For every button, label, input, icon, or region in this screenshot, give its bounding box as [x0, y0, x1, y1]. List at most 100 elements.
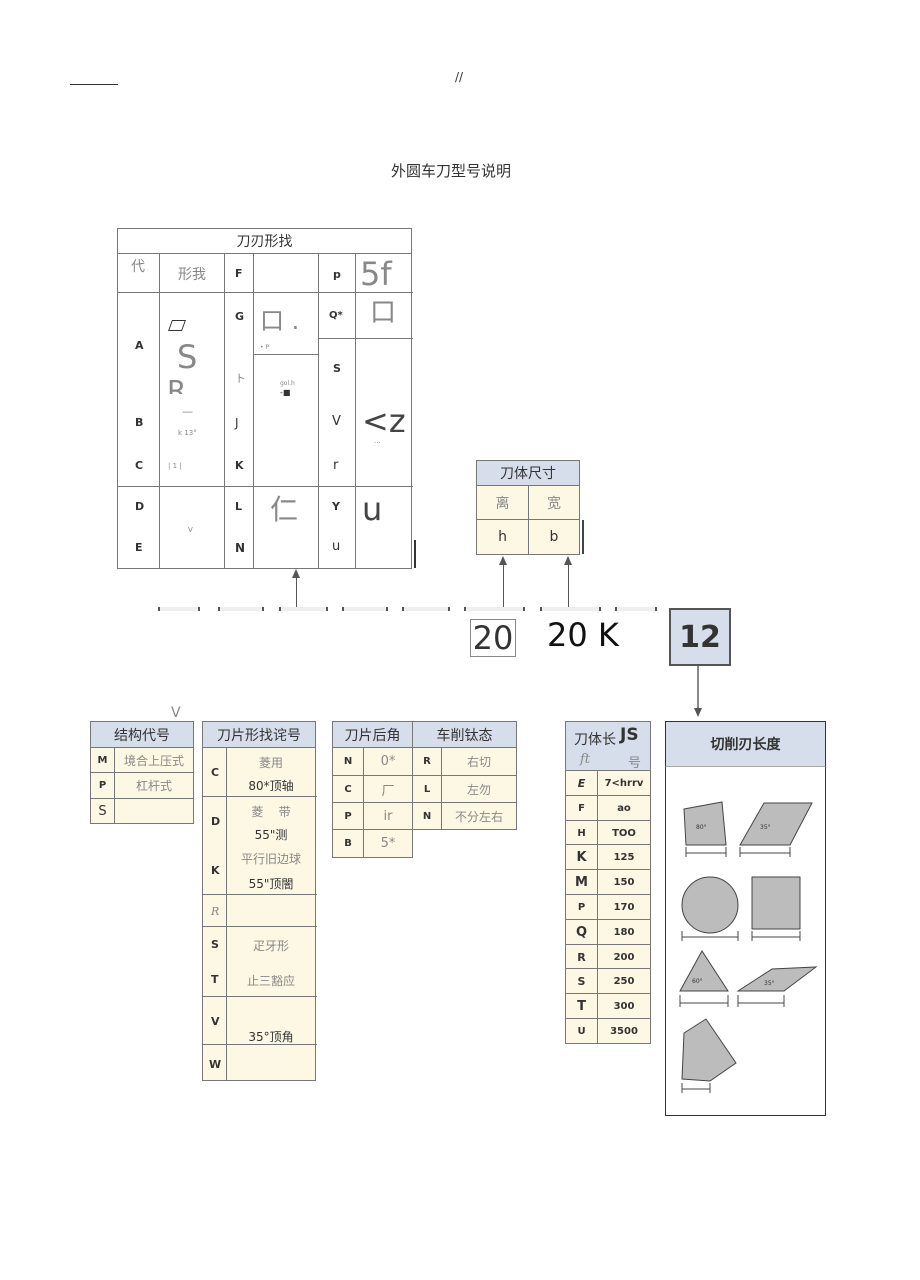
- pentagon-insert-shape: [681, 1018, 737, 1093]
- blade-dash: —: [182, 405, 193, 418]
- blade-code: N: [235, 541, 246, 555]
- blade-code: J: [235, 416, 239, 430]
- direction-code: L: [412, 775, 442, 803]
- body-length-val: 7<hrrv: [597, 770, 651, 796]
- code-segment: [218, 607, 264, 611]
- blade-code: B: [135, 416, 144, 429]
- code-segment: [402, 607, 450, 611]
- blade-code: A: [135, 339, 144, 352]
- rhombus-80-shape: 80°: [683, 801, 727, 857]
- divider: [203, 926, 228, 927]
- body-size-header: 刀体尺寸: [476, 460, 580, 486]
- top-rule: [70, 84, 118, 85]
- body-length-val: ao: [597, 795, 651, 821]
- body-length-header: 刀体长 JS ft 号: [565, 721, 651, 771]
- angle-label: 35°: [760, 824, 771, 831]
- arrow-line: [296, 575, 297, 608]
- body-length-val: 125: [597, 844, 651, 870]
- blade-square-text: 口 .: [260, 307, 300, 335]
- direction-code: R: [412, 747, 442, 776]
- divider: [203, 996, 228, 997]
- insert-desc: 平行旧边球: [240, 852, 301, 866]
- body-length-sub-a: ft: [580, 752, 591, 767]
- blade-dots: ...: [374, 437, 381, 445]
- divider: [356, 338, 413, 339]
- body-size-b: b: [528, 519, 580, 555]
- insert-code: K: [211, 864, 220, 877]
- blade-col-4: 口 . • P gol.h -■ 仁: [253, 253, 320, 569]
- blade-small-11: | 1 |: [168, 462, 182, 470]
- body-length-code: K: [565, 844, 598, 870]
- code-segment: [342, 607, 388, 611]
- insert-shape-header: 刀片形找诧号: [202, 721, 316, 748]
- round-insert-shape: [681, 876, 739, 941]
- edge-length-header: 切削刃长度: [665, 721, 826, 767]
- blade-code: L: [235, 500, 243, 513]
- body-length-code: P: [565, 894, 598, 920]
- angle-label: 80°: [696, 824, 707, 831]
- body-length-code: F: [565, 795, 598, 821]
- relief-code: N: [332, 747, 364, 776]
- triangle-insert-shape: 60°: [679, 950, 729, 1007]
- code-box-20k: 20 K: [547, 616, 619, 654]
- body-length-val: 3500: [597, 1018, 651, 1044]
- code-box-12: 12: [669, 608, 731, 666]
- body-length-sub-b: 号: [628, 756, 642, 771]
- body-size-col2: 宽: [528, 485, 580, 520]
- relief-code: B: [332, 829, 364, 858]
- arrow-down-icon: [694, 708, 702, 717]
- body-size-h: h: [476, 519, 529, 555]
- divider: [356, 486, 413, 487]
- arrow-up-icon: [292, 569, 300, 578]
- divider: [227, 996, 317, 997]
- blade-col-shape: 形我 S R — k 13° | 1 | V: [159, 253, 225, 569]
- divider: [254, 354, 320, 355]
- body-size-bracket: [582, 520, 584, 554]
- body-length-code: T: [565, 993, 598, 1019]
- relief-val: 5*: [363, 829, 413, 858]
- blade-col-3: F G ト J K L N: [224, 253, 255, 569]
- relief-val: 0*: [363, 747, 413, 776]
- insert-code: R: [211, 905, 220, 918]
- blade-code: r: [333, 458, 339, 473]
- blade-small-k13: k 13°: [178, 429, 197, 437]
- structure-code: M: [90, 747, 115, 773]
- code-segment: [540, 607, 601, 611]
- relief-code: P: [332, 802, 364, 830]
- blade-code: G: [235, 310, 245, 323]
- blade-small-gol: gol.h: [280, 380, 295, 387]
- blade-col-shape-divider: [160, 292, 224, 293]
- insert-code: V: [211, 1015, 220, 1028]
- blade-lt-z: <z: [362, 402, 406, 440]
- arrow-line: [503, 561, 504, 608]
- divider: [227, 1044, 317, 1045]
- divider: [203, 796, 228, 797]
- body-size-col1: 离: [476, 485, 529, 520]
- insert-desc: 止三豁应: [246, 974, 295, 988]
- edge-length-body: 80° 35°: [665, 766, 826, 1116]
- blade-code: D: [135, 500, 145, 513]
- relief-header: 刀片后角: [332, 721, 413, 748]
- blade-code: C: [135, 459, 144, 472]
- angle-label: 35°: [764, 980, 775, 987]
- blade-code: Q*: [329, 310, 343, 321]
- blade-code: ト: [235, 372, 246, 385]
- page-title: 外圆车刀型号说明: [390, 162, 511, 180]
- insert-code-col: C D K R S T V W: [202, 747, 228, 1081]
- blade-code: p: [333, 268, 341, 281]
- insert-desc: 55"顶闇: [248, 877, 294, 891]
- body-length-header-a: 刀体长: [574, 732, 616, 748]
- angle-label: 60°: [692, 978, 703, 985]
- blade-col-shape-label: 形我: [178, 267, 206, 283]
- blade-code: F: [235, 267, 243, 280]
- blade-col-shape-divider2: [160, 486, 224, 487]
- blade-col-6: 5f 口 <z ... u: [355, 253, 413, 569]
- body-length-code: S: [565, 968, 598, 994]
- blade-code: K: [235, 459, 244, 472]
- code-segment: [615, 607, 657, 611]
- structure-text: [114, 798, 194, 824]
- blade-table-bracket: [414, 540, 416, 568]
- blade-col-code-divider2: [118, 486, 161, 487]
- blade-shape-r: R: [167, 376, 187, 394]
- structure-code: P: [90, 772, 115, 799]
